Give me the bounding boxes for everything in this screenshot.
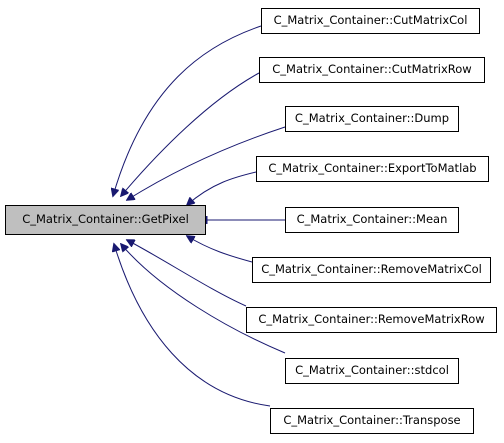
node-label: C_Matrix_Container::stdcol — [295, 363, 449, 378]
node-removematrixrow[interactable]: C_Matrix_Container::RemoveMatrixRow — [246, 307, 497, 333]
node-label: C_Matrix_Container::Dump — [294, 111, 450, 126]
node-label: C_Matrix_Container::RemoveMatrixRow — [258, 312, 485, 327]
edge-removematrixrow — [127, 240, 247, 307]
node-label: C_Matrix_Container::CutMatrixCol — [273, 13, 468, 28]
edge-exporttomatlab — [187, 171, 257, 205]
node-dump[interactable]: C_Matrix_Container::Dump — [285, 106, 459, 132]
node-mean[interactable]: C_Matrix_Container::Mean — [285, 207, 459, 233]
edge-cutmatrixcol — [113, 25, 262, 196]
node-cutmatrixcol[interactable]: C_Matrix_Container::CutMatrixCol — [261, 8, 480, 34]
node-label: C_Matrix_Container::GetPixel — [22, 212, 189, 227]
node-stdcol[interactable]: C_Matrix_Container::stdcol — [285, 358, 459, 384]
node-exporttomatlab[interactable]: C_Matrix_Container::ExportToMatlab — [256, 156, 489, 182]
node-label: C_Matrix_Container::Mean — [296, 212, 448, 227]
node-removematrixcol[interactable]: C_Matrix_Container::RemoveMatrixCol — [252, 257, 491, 283]
edge-transpose — [114, 244, 271, 407]
node-label: C_Matrix_Container::RemoveMatrixCol — [261, 262, 482, 277]
node-label: C_Matrix_Container::CutMatrixRow — [272, 62, 472, 77]
edge-cutmatrixrow — [121, 72, 260, 196]
node-getpixel[interactable]: C_Matrix_Container::GetPixel — [5, 205, 206, 235]
edge-removematrixcol — [187, 236, 253, 263]
node-transpose[interactable]: C_Matrix_Container::Transpose — [270, 408, 474, 434]
node-cutmatrixrow[interactable]: C_Matrix_Container::CutMatrixRow — [259, 57, 485, 83]
node-label: C_Matrix_Container::Transpose — [283, 413, 461, 428]
node-label: C_Matrix_Container::ExportToMatlab — [268, 161, 477, 176]
edge-dump — [127, 126, 286, 200]
edge-stdcol — [121, 244, 286, 354]
